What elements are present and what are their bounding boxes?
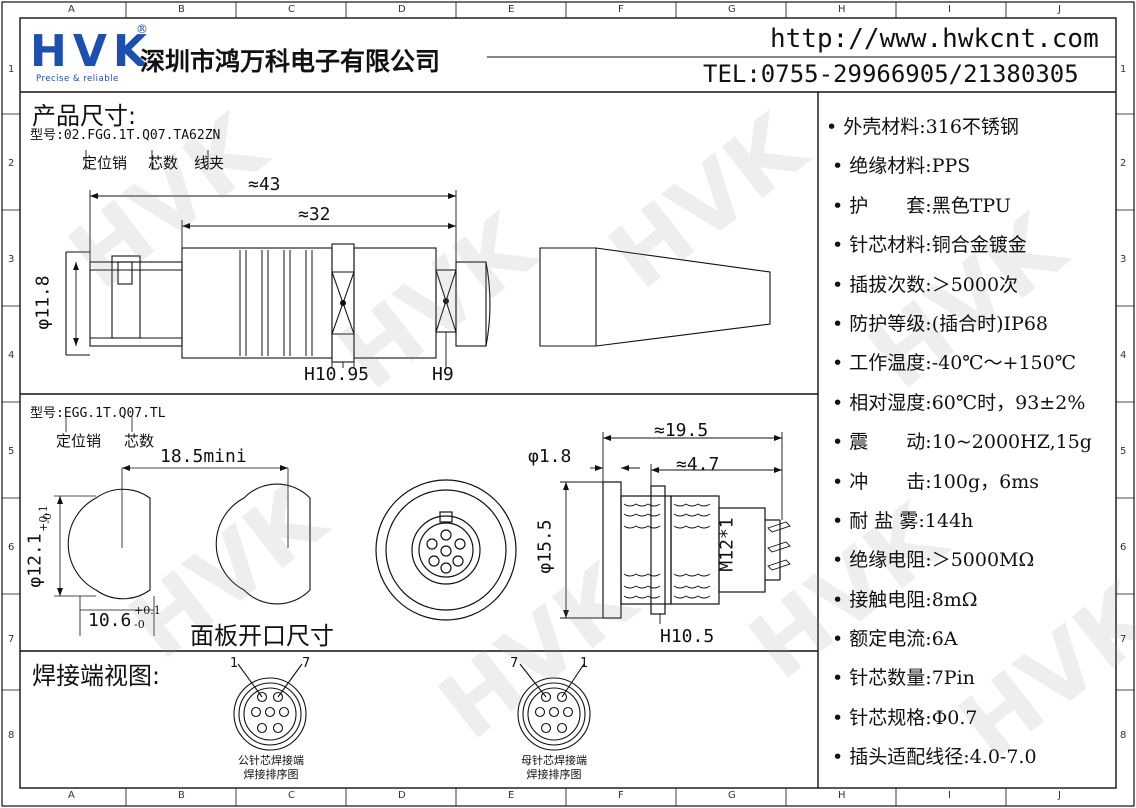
socket-dim-hex: H10.5 [660, 626, 715, 647]
socket-dim-flange-diameter: φ15.5 [534, 519, 556, 574]
socket-dim-thread: M12*1 [716, 517, 738, 572]
socket-model: 型号:EGG.1T.Q07.TL [30, 406, 166, 421]
ruler-col-j-bottom: J [1058, 790, 1061, 801]
plug-dim-hex2: H9 [432, 364, 454, 385]
spec-item: • 额定电流:6A [826, 628, 958, 651]
plug-section-title: 产品尺寸: [32, 102, 137, 130]
ruler-row-4-right: 4 [1120, 350, 1127, 361]
panel-cutout-title: 面板开口尺寸 [190, 622, 334, 650]
registered-mark: ® [136, 22, 148, 36]
ruler-row-5-right: 5 [1120, 446, 1127, 457]
ruler-col-c-bottom: C [288, 790, 295, 801]
spec-item: • 耐 盐 雾:144h [826, 509, 974, 532]
cutout-dim-flat-tol-up: +0.1 [134, 604, 161, 617]
socket-label-pin: 定位销 [56, 432, 102, 450]
ruler-col-g: G [728, 4, 736, 15]
ruler-row-8-right: 8 [1120, 730, 1127, 741]
plug-dim-hex1: H10.95 [304, 364, 370, 385]
spec-item: • 接触电阻:8mΩ [826, 588, 978, 611]
solder-section-title: 焊接端视图: [32, 662, 161, 690]
ruler-row-5: 5 [8, 446, 15, 457]
ruler-row-3: 3 [8, 254, 15, 265]
ruler-col-d-bottom: D [398, 790, 406, 801]
ruler-row-2: 2 [8, 158, 15, 169]
plug-dim-diameter: φ11.8 [32, 275, 54, 330]
website-url[interactable]: http://www.hwkcnt.com [770, 24, 1099, 54]
ruler-row-3-right: 3 [1120, 254, 1127, 265]
socket-dim-thread-length: ≈4.7 [676, 454, 720, 475]
ruler-col-b: B [178, 4, 185, 15]
male-pin-1-label: 1 [230, 656, 239, 671]
socket-dim-length: ≈19.5 [654, 420, 709, 441]
ruler-row-7: 7 [8, 634, 15, 645]
spec-item: • 针芯规格:Φ0.7 [826, 706, 978, 729]
socket-label-cores: 芯数 [124, 432, 155, 450]
ruler-col-e-bottom: E [508, 790, 515, 801]
plug-dim-body: ≈32 [298, 204, 331, 225]
ruler-row-4: 4 [8, 350, 15, 361]
ruler-col-c: C [288, 4, 295, 15]
ruler-row-6: 6 [8, 542, 15, 553]
ruler-row-1: 1 [8, 64, 15, 75]
cutout-dim-diameter: φ12.1 [24, 533, 46, 588]
ruler-col-h: H [838, 4, 846, 15]
ruler-col-e: E [508, 4, 515, 15]
ruler-col-j: J [1058, 4, 1061, 15]
ruler-row-7-right: 7 [1120, 634, 1127, 645]
plug-label-clamp: 线夹 [194, 154, 225, 172]
ruler-col-h-bottom: H [838, 790, 846, 801]
female-pin-7-label: 7 [510, 656, 519, 671]
male-caption-2: 焊接排序图 [243, 768, 299, 781]
spec-item: • 插头适配线径:4.0-7.0 [826, 746, 1037, 769]
male-caption-1: 公针芯焊接端 [238, 754, 304, 767]
ruler-row-2-right: 2 [1120, 158, 1127, 169]
ruler-col-a: A [68, 4, 75, 15]
spec-item: • 针芯数量:7Pin [826, 667, 975, 690]
logo: HVK [30, 26, 153, 77]
spec-item: • 防护等级:(插合时)IP68 [826, 312, 1048, 335]
socket-dim-flange-thickness: φ1.8 [528, 446, 572, 467]
ruler-col-i: I [948, 4, 951, 15]
company-name: 深圳市鸿万科电子有限公司 [140, 47, 441, 76]
female-caption-2: 焊接排序图 [526, 768, 582, 781]
ruler-col-b-bottom: B [178, 790, 185, 801]
ruler-row-6-right: 6 [1120, 542, 1127, 553]
spec-item: • 相对湿度:60℃时，93±2% [826, 391, 1086, 414]
cutout-dim-diameter-tol-low: -0 [40, 513, 54, 524]
cutout-dim-spacing: 18.5mini [160, 446, 247, 467]
spec-item: • 插拔次数:＞5000次 [826, 273, 1019, 296]
ruler-col-i-bottom: I [948, 790, 951, 801]
ruler-row-8: 8 [8, 730, 15, 741]
ruler-col-a-bottom: A [68, 790, 75, 801]
spec-item: • 外壳材料:316不锈钢 [826, 116, 1019, 138]
spec-item: • 震 动:10~2000HZ,15g [826, 431, 1092, 454]
spec-list: • 外壳材料:316不锈钢 • 绝缘材料:PPS • 护 套:黑色TPU • 针… [826, 112, 1112, 782]
spec-item: • 针芯材料:铜合金镀金 [826, 234, 1027, 257]
spec-item: • 绝缘电阻:＞5000MΩ [826, 549, 1035, 572]
spec-item: • 绝缘材料:PPS [826, 155, 971, 178]
female-pin-1-label: 1 [580, 656, 589, 671]
plug-label-pin: 定位销 [82, 154, 128, 172]
ruler-col-g-bottom: G [728, 790, 736, 801]
plug-dim-overall: ≈43 [248, 174, 281, 195]
ruler-col-f: F [618, 4, 624, 15]
plug-model: 型号:02.FGG.1T.Q07.TA62ZN [30, 128, 221, 143]
telephone: TEL:0755-29966905/21380305 [703, 60, 1079, 88]
plug-label-cores: 芯数 [148, 154, 179, 172]
ruler-row-1-right: 1 [1120, 64, 1127, 75]
spec-item: • 工作温度:-40℃～+150℃ [826, 352, 1076, 375]
ruler-col-f-bottom: F [618, 790, 624, 801]
spec-item: • 冲 击:100g，6ms [826, 470, 1039, 493]
female-caption-1: 母针芯焊接端 [521, 754, 587, 767]
male-pin-7-label: 7 [302, 656, 311, 671]
slogan: Precise & reliable [36, 74, 119, 84]
cutout-dim-flat: 10.6 [88, 610, 132, 631]
cutout-dim-flat-tol-low: -0 [134, 618, 145, 631]
spec-item: • 护 套:黑色TPU [826, 194, 1011, 217]
ruler-col-d: D [398, 4, 406, 15]
